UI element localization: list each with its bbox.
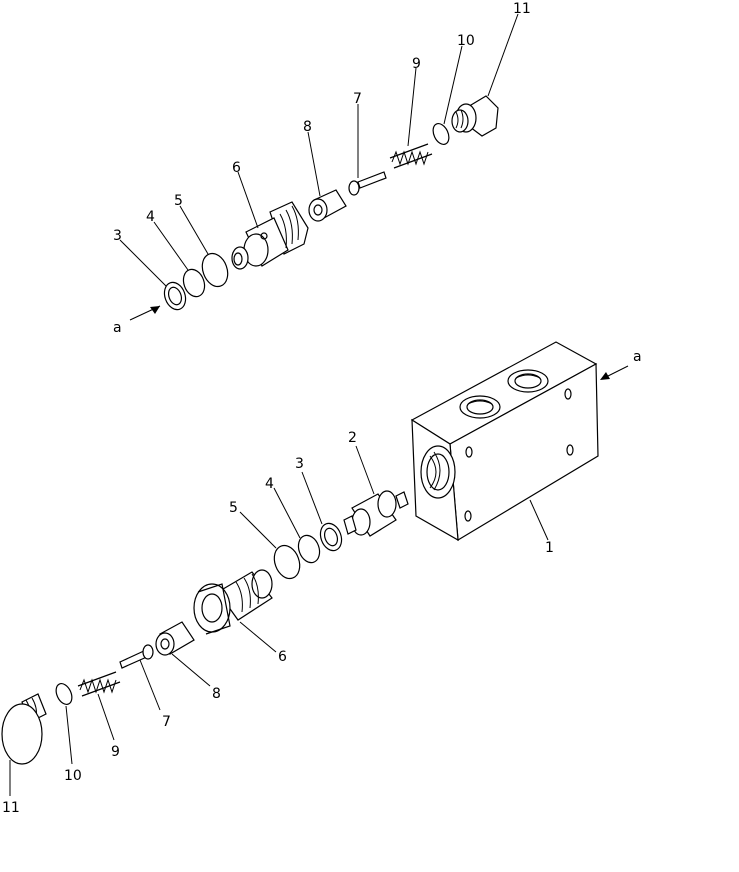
part-1-valve-block [410, 341, 599, 542]
label-bottom-1: 1 [545, 540, 554, 556]
part-8-piston-top [308, 189, 347, 222]
part-9-spring-bottom [77, 671, 121, 697]
bottom-leader-lines [9, 445, 549, 796]
label-top-8: 8 [303, 119, 312, 135]
label-bottom-5: 5 [229, 500, 238, 516]
label-bottom-11: 11 [2, 800, 20, 816]
label-bottom-4: 4 [265, 476, 274, 492]
label-top-7: 7 [353, 91, 362, 107]
part-8-piston-bottom [155, 621, 195, 656]
label-top-a: a [113, 320, 122, 336]
label-top-4: 4 [146, 209, 155, 225]
label-top-10: 10 [457, 33, 475, 49]
part-7-poppet-top [348, 171, 387, 196]
label-top-11: 11 [513, 1, 531, 17]
part-4-o-ring-bottom [297, 534, 321, 564]
label-bottom-7: 7 [162, 714, 171, 730]
part-6-valve-body-bottom [193, 569, 273, 635]
part-5-o-ring-top [201, 252, 229, 288]
label-right-a: a [633, 349, 642, 365]
top-leader-lines [119, 13, 519, 321]
label-top-3: 3 [113, 228, 122, 244]
part-9-spring-top [389, 143, 433, 169]
label-bottom-8: 8 [212, 686, 221, 702]
label-bottom-10: 10 [64, 768, 82, 784]
part-11-plug-top [451, 95, 499, 137]
label-top-5: 5 [174, 193, 183, 209]
label-top-9: 9 [412, 56, 421, 72]
label-bottom-9: 9 [111, 744, 120, 760]
label-top-6: 6 [232, 160, 241, 176]
part-2-spool [343, 490, 409, 537]
label-bottom-2: 2 [348, 430, 357, 446]
view-arrow-right [600, 365, 629, 380]
label-bottom-6: 6 [278, 649, 287, 665]
part-3-backup-ring-top [163, 281, 187, 311]
part-5-o-ring-bottom [273, 544, 301, 580]
part-3-backup-ring-bottom [319, 522, 343, 552]
part-10-o-ring-top [432, 123, 450, 145]
part-4-o-ring-top [182, 268, 206, 298]
part-10-o-ring-bottom [55, 683, 73, 705]
callout-labels: 11 10 9 7 8 6 5 4 3 a a 1 2 3 4 5 6 7 8 … [2, 1, 642, 816]
label-bottom-3: 3 [295, 456, 304, 472]
part-6-valve-body-top [231, 201, 309, 270]
part-11-plug-bottom [1, 693, 47, 765]
part-7-poppet-bottom [119, 644, 154, 669]
